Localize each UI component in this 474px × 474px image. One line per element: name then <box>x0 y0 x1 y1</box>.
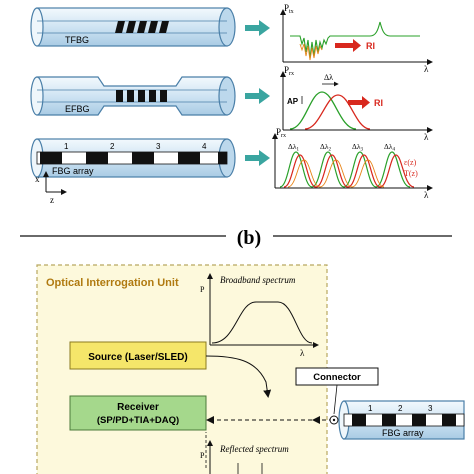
y-axis-sub: rx <box>281 133 286 139</box>
x-axis-label: λ <box>424 64 429 74</box>
y-axis-sub: tx <box>289 9 294 15</box>
x-axis-label: λ <box>424 190 429 200</box>
legend-strain: ε(z) <box>404 158 417 167</box>
segment-number-3: 3 <box>156 142 161 151</box>
fiber-fbg-array <box>30 138 236 178</box>
coordinate-axes: x z <box>35 171 67 205</box>
unit-title: Optical Interrogation Unit <box>46 277 179 289</box>
spectrum-tfbg: Ptx λ RI <box>280 3 433 74</box>
ri-arrow-2 <box>348 96 370 109</box>
x-axis-label: λ <box>424 132 429 142</box>
fiber-b-number-3: 3 <box>428 404 433 413</box>
fiber-b-number-2: 2 <box>398 404 403 413</box>
peak-sub-1: 1 <box>296 148 299 153</box>
receiver-label-line1: Receiver <box>117 402 159 413</box>
fiber-efbg <box>30 76 236 116</box>
svg-text:Δλ: Δλ <box>324 73 333 82</box>
row-fbg-array: 1 2 3 4 FBG array Prx λ Δλ1 Δλ2 Δλ3 Δλ4 … <box>30 127 433 200</box>
efbg-red-peak <box>304 94 371 130</box>
reflected-spectrum-plot: P Reflected spectrum <box>200 440 289 474</box>
svg-text:Prx: Prx <box>284 65 294 77</box>
teal-arrow-3 <box>245 150 270 166</box>
axis-z-label: z <box>50 195 54 205</box>
ri-label-2: RI <box>374 98 383 108</box>
svg-text:Ptx: Ptx <box>284 3 294 15</box>
spectrum-fbg-array: Prx λ Δλ1 Δλ2 Δλ3 Δλ4 ε(z) T(z) <box>272 127 433 200</box>
teal-arrow-1 <box>245 20 270 36</box>
y-axis-label: P <box>284 3 289 13</box>
svg-text:Δλ3: Δλ3 <box>352 142 363 153</box>
fiber-label-tfbg: TFBG <box>65 35 89 45</box>
fiber-label-efbg: EFBG <box>65 104 90 114</box>
reflected-y-axis: P <box>200 451 205 460</box>
legend-temperature: T(z) <box>404 169 418 178</box>
segment-number-1: 1 <box>64 142 69 151</box>
peak-label-1: Δλ <box>288 142 297 151</box>
ri-label-1: RI <box>366 41 375 51</box>
peak-label-3: Δλ <box>352 142 361 151</box>
ri-arrow-1 <box>335 39 361 52</box>
source-box <box>69 341 207 370</box>
segment-number-2: 2 <box>110 142 115 151</box>
peak-label-2: Δλ <box>320 142 329 151</box>
tilted-grating <box>115 21 169 33</box>
ap-label: AP <box>287 97 299 106</box>
peak-label-4: Δλ <box>384 142 393 151</box>
array-orange-peaks <box>287 159 385 188</box>
spectrum-efbg: Prx λ Δλ AP RI <box>280 65 433 142</box>
optical-interrogation-unit: Optical Interrogation Unit P λ Broadband… <box>36 264 328 474</box>
peak-sub-2: 2 <box>328 148 331 153</box>
row-efbg: EFBG Prx λ Δλ AP RI <box>30 65 433 142</box>
panel-b-label: (b) <box>237 227 261 249</box>
array-green-peaks <box>279 151 411 188</box>
row-tfbg: TFBG Ptx λ RI <box>30 3 433 74</box>
svg-text:Δλ4: Δλ4 <box>384 142 395 153</box>
efbg-green-peak <box>289 91 357 130</box>
panel-separator: (b) <box>20 227 452 249</box>
array-red-peaks <box>283 154 415 188</box>
delta-label: Δλ <box>324 73 333 82</box>
segment-number-4: 4 <box>202 142 207 151</box>
y-axis-sub: rx <box>289 71 294 77</box>
peak-sub-3: 3 <box>360 148 363 153</box>
source-box-label: Source (Laser/SLED) <box>88 352 187 363</box>
y-axis-label: P <box>276 127 281 137</box>
fiber-fbg-array-b: 1 2 3 FBG array <box>338 400 465 440</box>
receiver-box <box>69 395 207 431</box>
axis-x-label: x <box>35 174 40 184</box>
tfbg-transmission-curve <box>290 21 420 59</box>
broadband-x-axis: λ <box>300 348 305 358</box>
svg-text:Δλ1: Δλ1 <box>288 142 299 153</box>
broadband-spectrum-plot: P λ Broadband spectrum <box>200 273 319 358</box>
reflected-title: Reflected spectrum <box>219 444 289 454</box>
array-gratings <box>40 152 227 164</box>
receiver-label-line2: (SP/PD+TIA+DAQ) <box>97 415 179 426</box>
source-to-connector-arrow <box>205 355 272 398</box>
svg-text:Prx: Prx <box>276 127 286 139</box>
connector: Connector <box>295 367 379 425</box>
uniform-grating <box>116 90 167 102</box>
broadband-title: Broadband spectrum <box>220 275 296 285</box>
peak-sub-4: 4 <box>392 148 395 153</box>
tfbg-shifted-curve <box>299 43 323 61</box>
svg-text:Δλ2: Δλ2 <box>320 142 331 153</box>
fiber-b-label: FBG array <box>382 428 424 438</box>
connector-label: Connector <box>313 372 361 383</box>
fiber-label-fbg-array: FBG array <box>52 166 94 176</box>
y-axis-label: P <box>284 65 289 75</box>
fiber-tfbg <box>30 7 236 47</box>
broadband-y-axis: P <box>200 285 205 294</box>
broadband-curve <box>211 301 313 344</box>
teal-arrow-2 <box>245 88 270 104</box>
fiber-b-number-1: 1 <box>368 404 373 413</box>
